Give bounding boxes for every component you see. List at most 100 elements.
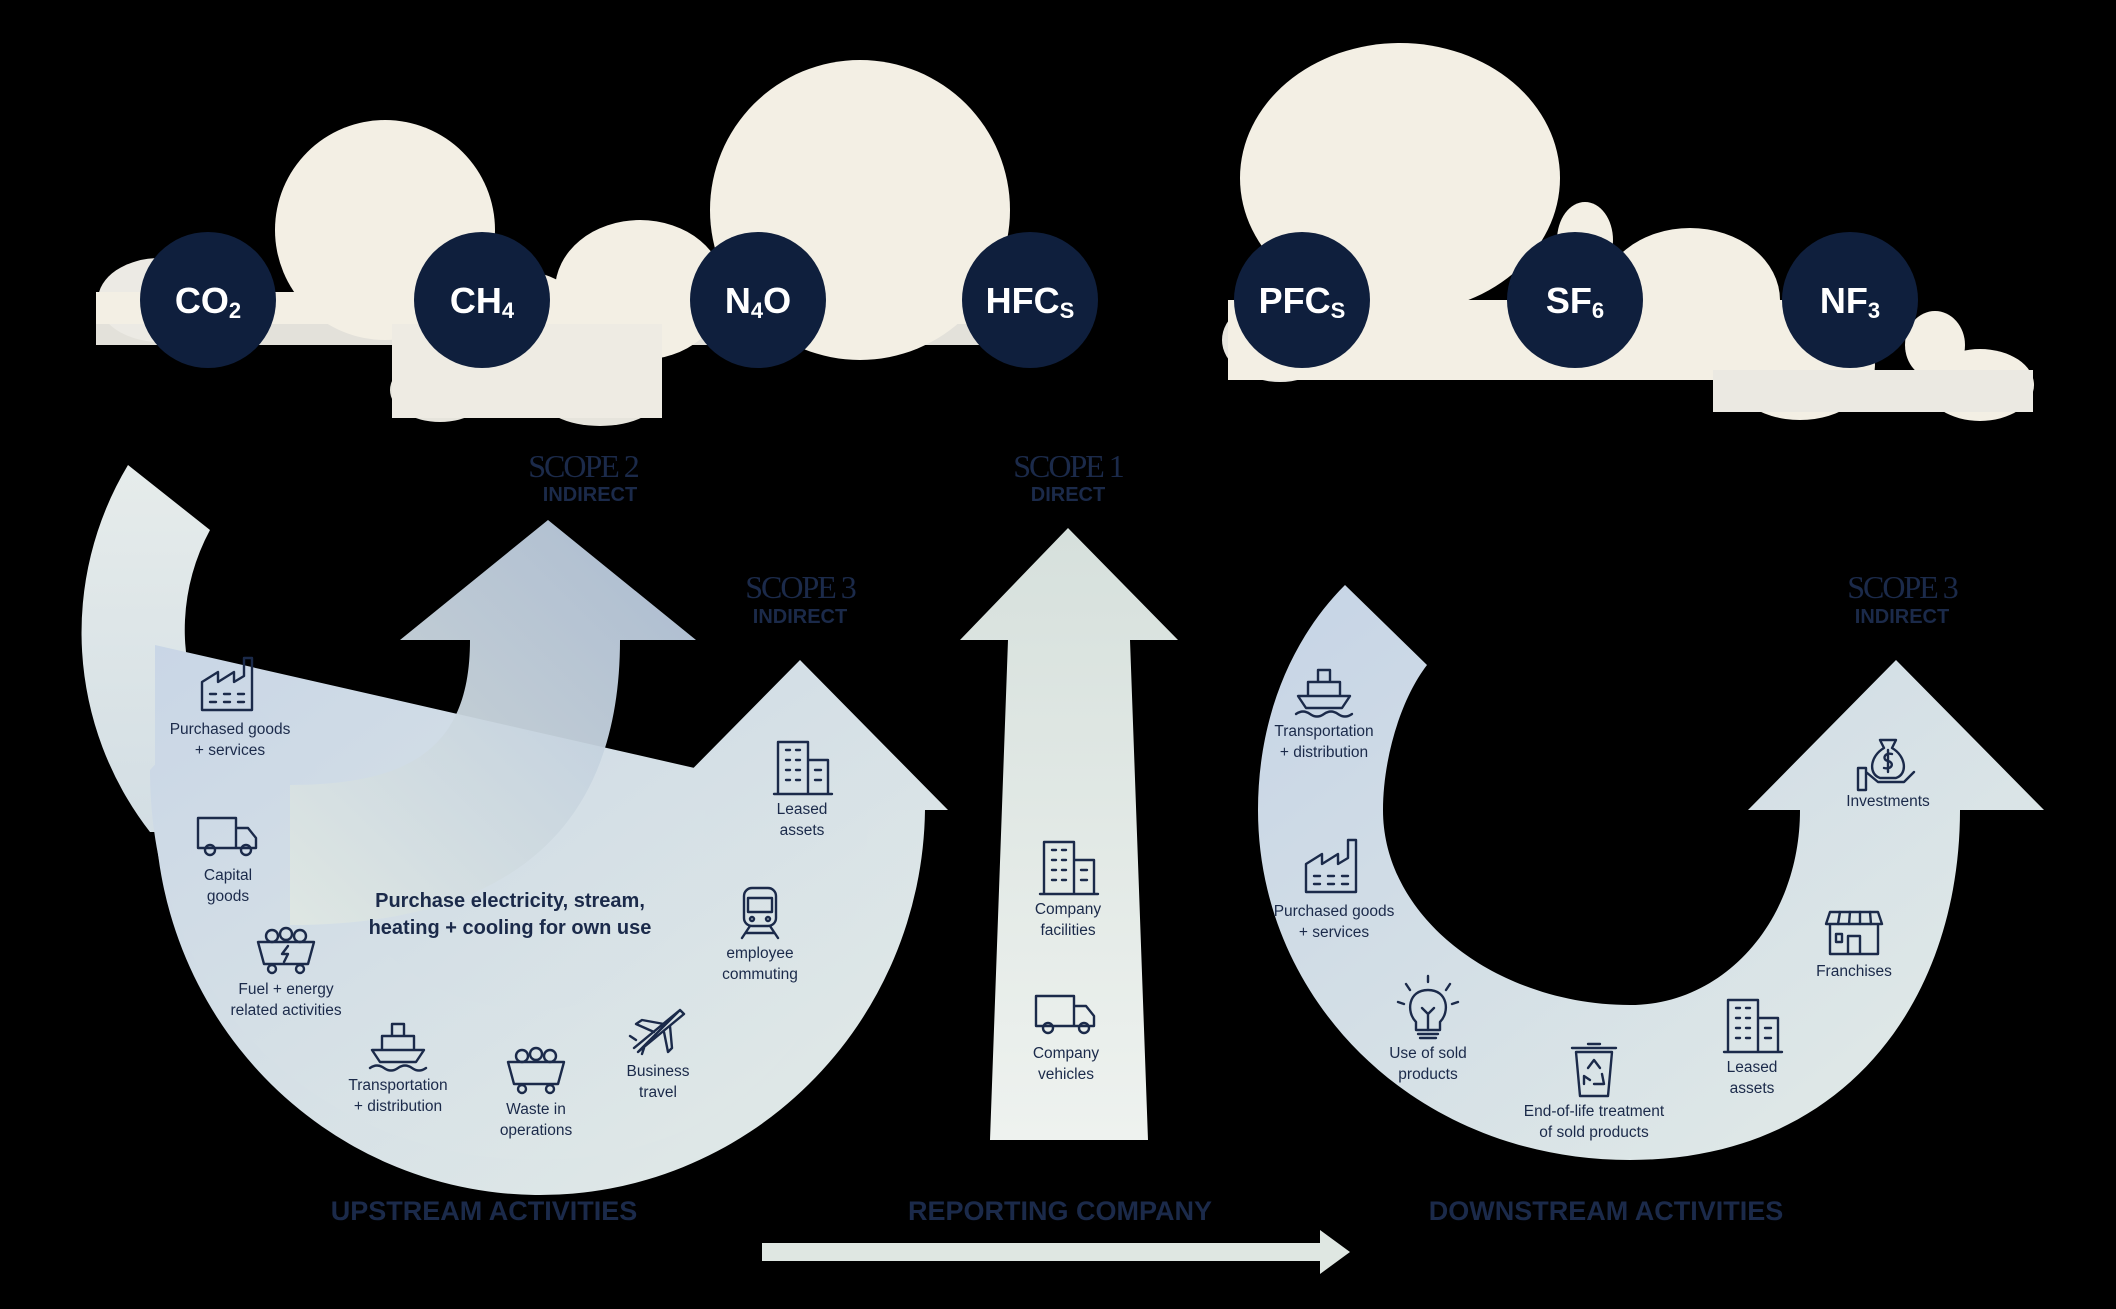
scope2-arrow	[290, 520, 696, 925]
scope3-upstream-subtitle: INDIRECT	[753, 606, 847, 628]
upstream-item-label: operations	[500, 1122, 573, 1139]
gas-circle	[962, 232, 1098, 368]
upstream-item-label: + distribution	[354, 1098, 442, 1115]
downstream-item-label: Transportation	[1274, 723, 1373, 740]
scope2-caption-line1: Purchase electricity, stream,	[375, 890, 645, 912]
waste-cart-icon	[506, 1046, 566, 1095]
building-icon	[1722, 998, 1784, 1054]
downstream-item: Leased assets	[1722, 998, 1784, 1097]
gas-label: NF3	[1820, 280, 1880, 323]
company-item-label: vehicles	[1038, 1066, 1094, 1083]
scope1-title: SCOPE 1	[1013, 448, 1124, 484]
scope3-upstream-title: SCOPE 3	[745, 569, 856, 605]
upstream-item: Waste in operations	[500, 1046, 573, 1139]
downstream-item-label: Leased	[1727, 1059, 1778, 1076]
scope2-title: SCOPE 2	[528, 448, 639, 484]
greenhouse-gases: CO2 CH4 N4O HFCS PFCS SF6 NF3	[140, 232, 1918, 368]
upstream-item: Business travel	[627, 1008, 690, 1101]
gas-label: CO2	[175, 280, 241, 323]
company-item-label: Company	[1033, 1045, 1100, 1062]
truck-icon	[196, 816, 258, 857]
downstream-item: Investments	[1846, 738, 1930, 810]
flow-arrow	[762, 1230, 1350, 1274]
gas-ch4: CH4	[414, 232, 550, 368]
downstream-item-label: Use of sold	[1389, 1045, 1467, 1062]
upstream-item-label: Business	[627, 1063, 690, 1080]
downstream-item: Use of sold products	[1389, 974, 1467, 1083]
company-item: Company vehicles	[1033, 994, 1100, 1083]
gas-circle	[1234, 232, 1370, 368]
factory-icon	[1304, 838, 1358, 894]
downstream-item-label: Investments	[1846, 793, 1930, 810]
lightbulb-icon	[1396, 974, 1460, 1040]
gas-label: N4O	[725, 280, 791, 323]
clouds-right	[1222, 43, 2034, 421]
fuel-cart-icon	[256, 926, 316, 975]
scope1-subtitle: DIRECT	[1031, 484, 1105, 506]
upstream-item-label: travel	[639, 1084, 677, 1101]
gas-label: HFCS	[986, 280, 1075, 323]
ship-icon	[368, 1022, 428, 1072]
downstream-item: Transportation + distribution	[1274, 668, 1374, 761]
gas-label: SF6	[1546, 280, 1604, 323]
gas-circle	[690, 232, 826, 368]
gas-circle	[140, 232, 276, 368]
footer-downstream: DOWNSTREAM ACTIVITIES	[1429, 1196, 1784, 1226]
scope3-downstream-subtitle: INDIRECT	[1855, 606, 1949, 628]
upstream-item-label: commuting	[722, 966, 798, 983]
downstream-item-label: End-of-life treatment	[1524, 1103, 1665, 1120]
downstream-item-label: of sold products	[1539, 1124, 1649, 1141]
upstream-activities: Purchased goods + servicesCapitalgoodsFue…	[170, 656, 834, 1139]
scope1-arrow	[960, 528, 1178, 1140]
upstream-back-arc	[81, 465, 338, 832]
upstream-item-label: Purchased goods	[170, 721, 291, 738]
upstream-item-label: employee	[726, 945, 793, 962]
scope3-upstream-u-arrow	[150, 660, 948, 1160]
gas-circle	[1782, 232, 1918, 368]
gas-pfcs: PFCS	[1234, 232, 1370, 368]
downstream-item-label: assets	[1730, 1080, 1775, 1097]
downstream-item-label: + distribution	[1280, 744, 1368, 761]
building-icon	[772, 740, 834, 796]
train-icon	[740, 886, 780, 940]
recycle-bin-icon	[1570, 1042, 1618, 1098]
company-item-label: Company	[1035, 901, 1102, 918]
downstream-item: End-of-life treatment of sold products	[1524, 1042, 1665, 1141]
upstream-item-label: Waste in	[506, 1101, 566, 1118]
upstream-item-label: + services	[195, 742, 265, 759]
company-item-label: facilities	[1040, 922, 1095, 939]
scope3-downstream-u-arrow	[1258, 585, 2044, 1160]
gas-circle	[1507, 232, 1643, 368]
downstream-item-label: Franchises	[1816, 963, 1892, 980]
scope2-subtitle: INDIRECT	[543, 484, 637, 506]
gas-n4o: N4O	[690, 232, 826, 368]
downstream-item: Purchased goods+ services	[1274, 838, 1395, 941]
airplane-icon	[628, 1008, 686, 1056]
downstream-item-label: Purchased goods	[1274, 903, 1395, 920]
footer-reporting: REPORTING COMPANY	[908, 1196, 1212, 1226]
upstream-item: Transportation + distribution	[348, 1022, 448, 1115]
scope3-downstream-title: SCOPE 3	[1847, 569, 1958, 605]
upstream-item: Purchased goods + services	[170, 656, 291, 759]
gas-sf6: SF6	[1507, 232, 1643, 368]
ship-icon	[1294, 668, 1354, 718]
downstream-item: Franchises	[1816, 910, 1892, 980]
downstream-item-label: products	[1398, 1066, 1458, 1083]
storefront-icon	[1824, 910, 1884, 956]
building-icon	[1038, 840, 1100, 896]
company-item: Company facilities	[1035, 840, 1102, 939]
gas-nf3: NF3	[1782, 232, 1918, 368]
upstream-item-label: related activities	[230, 1002, 341, 1019]
gas-label: CH4	[450, 280, 515, 323]
gas-label: PFCS	[1259, 280, 1346, 323]
footer-upstream: UPSTREAM ACTIVITIES	[331, 1196, 638, 1226]
scope2-caption-line2: heating + cooling for own use	[369, 917, 652, 939]
upstream-item-label: Transportation	[348, 1077, 447, 1094]
gas-co2: CO2	[140, 232, 276, 368]
